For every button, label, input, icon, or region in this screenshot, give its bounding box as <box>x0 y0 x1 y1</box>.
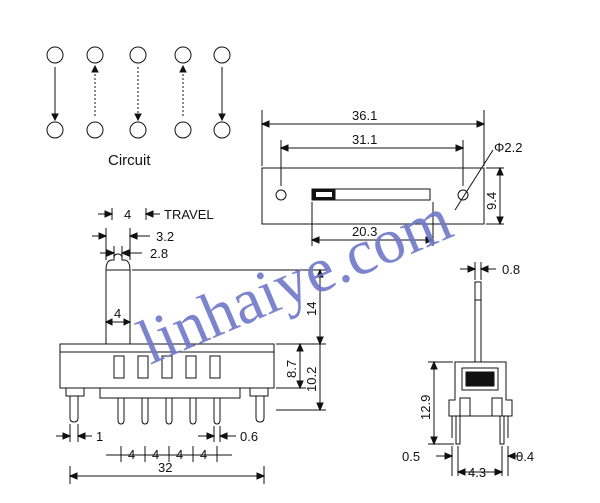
circuit-terminal <box>86 46 104 64</box>
arrow-head <box>179 64 187 73</box>
circuit-terminal <box>129 121 147 139</box>
circuit-terminal <box>213 46 231 64</box>
terminal-pin <box>165 398 173 425</box>
dim-overall-width: 32 <box>158 460 172 475</box>
arrow-head <box>218 113 226 122</box>
circuit-label: Circuit <box>108 152 151 169</box>
dim-knob-width: 3.2 <box>156 229 174 244</box>
top-view-body <box>261 167 485 225</box>
circuit-terminal <box>129 46 147 64</box>
top-view: 36.1 31.1 Φ2.2 9.4 20.3 <box>260 108 522 246</box>
dim-tab-width: 1 <box>96 429 103 444</box>
circuit-terminal <box>46 121 64 139</box>
circuit-diagram: Circuit <box>46 46 231 169</box>
dim-hole-pitch: 31.1 <box>352 132 377 147</box>
arrow-head <box>51 113 59 122</box>
slider-slot <box>311 188 431 201</box>
circuit-terminal <box>174 121 192 139</box>
terminal-pin <box>117 398 125 425</box>
dim-knob-height: 14 <box>304 302 319 316</box>
dim-knob-inner: 4 <box>114 306 121 321</box>
terminal-pin <box>213 398 221 425</box>
mounting-hole-right <box>457 189 469 201</box>
dim-pin-spacing: 4.3 <box>468 465 486 480</box>
leader-line <box>454 149 494 211</box>
dim-pin-length: 12.9 <box>418 395 433 420</box>
dim-height: 9.4 <box>484 192 499 210</box>
circuit-terminal <box>46 46 64 64</box>
end-knob <box>474 281 482 363</box>
circuit-terminal <box>213 121 231 139</box>
terminal-pin <box>189 398 197 425</box>
dim-slot-length: 20.3 <box>352 224 377 239</box>
dim-overall-length: 36.1 <box>352 108 377 123</box>
slider-knob <box>105 253 131 344</box>
mounting-tab-left <box>69 396 79 423</box>
arrow-head <box>91 64 99 73</box>
arrow-head <box>134 113 142 122</box>
end-view: 0.8 12.9 0.5 0.4 4.3 <box>402 262 534 480</box>
slider-knob-top-inner <box>316 192 332 197</box>
circuit-terminal <box>174 46 192 64</box>
circuit-terminal <box>86 121 104 139</box>
end-pin-left <box>455 416 461 445</box>
end-housing <box>448 361 513 417</box>
dim-hole-diameter: Φ2.2 <box>494 140 522 155</box>
mounting-hole-left <box>275 189 287 201</box>
dim-travel-label: TRAVEL <box>164 207 214 222</box>
dim-knob-neck: 2.8 <box>150 246 168 261</box>
dim-pin-width: 0.6 <box>240 429 258 444</box>
dim-body-height-b: 10.2 <box>304 367 319 392</box>
end-pin-right <box>499 416 505 445</box>
dim-pitch-2: 4 <box>152 447 159 462</box>
dim-pin-offset-left: 0.5 <box>402 449 420 464</box>
dim-pin-offset-right: 0.4 <box>516 449 534 464</box>
side-view: 4 TRAVEL 3.2 2.8 4 14 8.7 10.2 <box>56 207 326 484</box>
dim-pitch-1: 4 <box>128 447 135 462</box>
dim-pitch-4: 4 <box>200 447 207 462</box>
mounting-tab-right <box>255 396 265 423</box>
terminal-pin <box>141 398 149 425</box>
dim-knob-thickness: 0.8 <box>502 262 520 277</box>
switch-bracket <box>65 388 269 399</box>
dim-pitch-3: 4 <box>176 447 183 462</box>
dim-travel-value: 4 <box>124 207 131 222</box>
dim-body-height-a: 8.7 <box>284 360 299 378</box>
